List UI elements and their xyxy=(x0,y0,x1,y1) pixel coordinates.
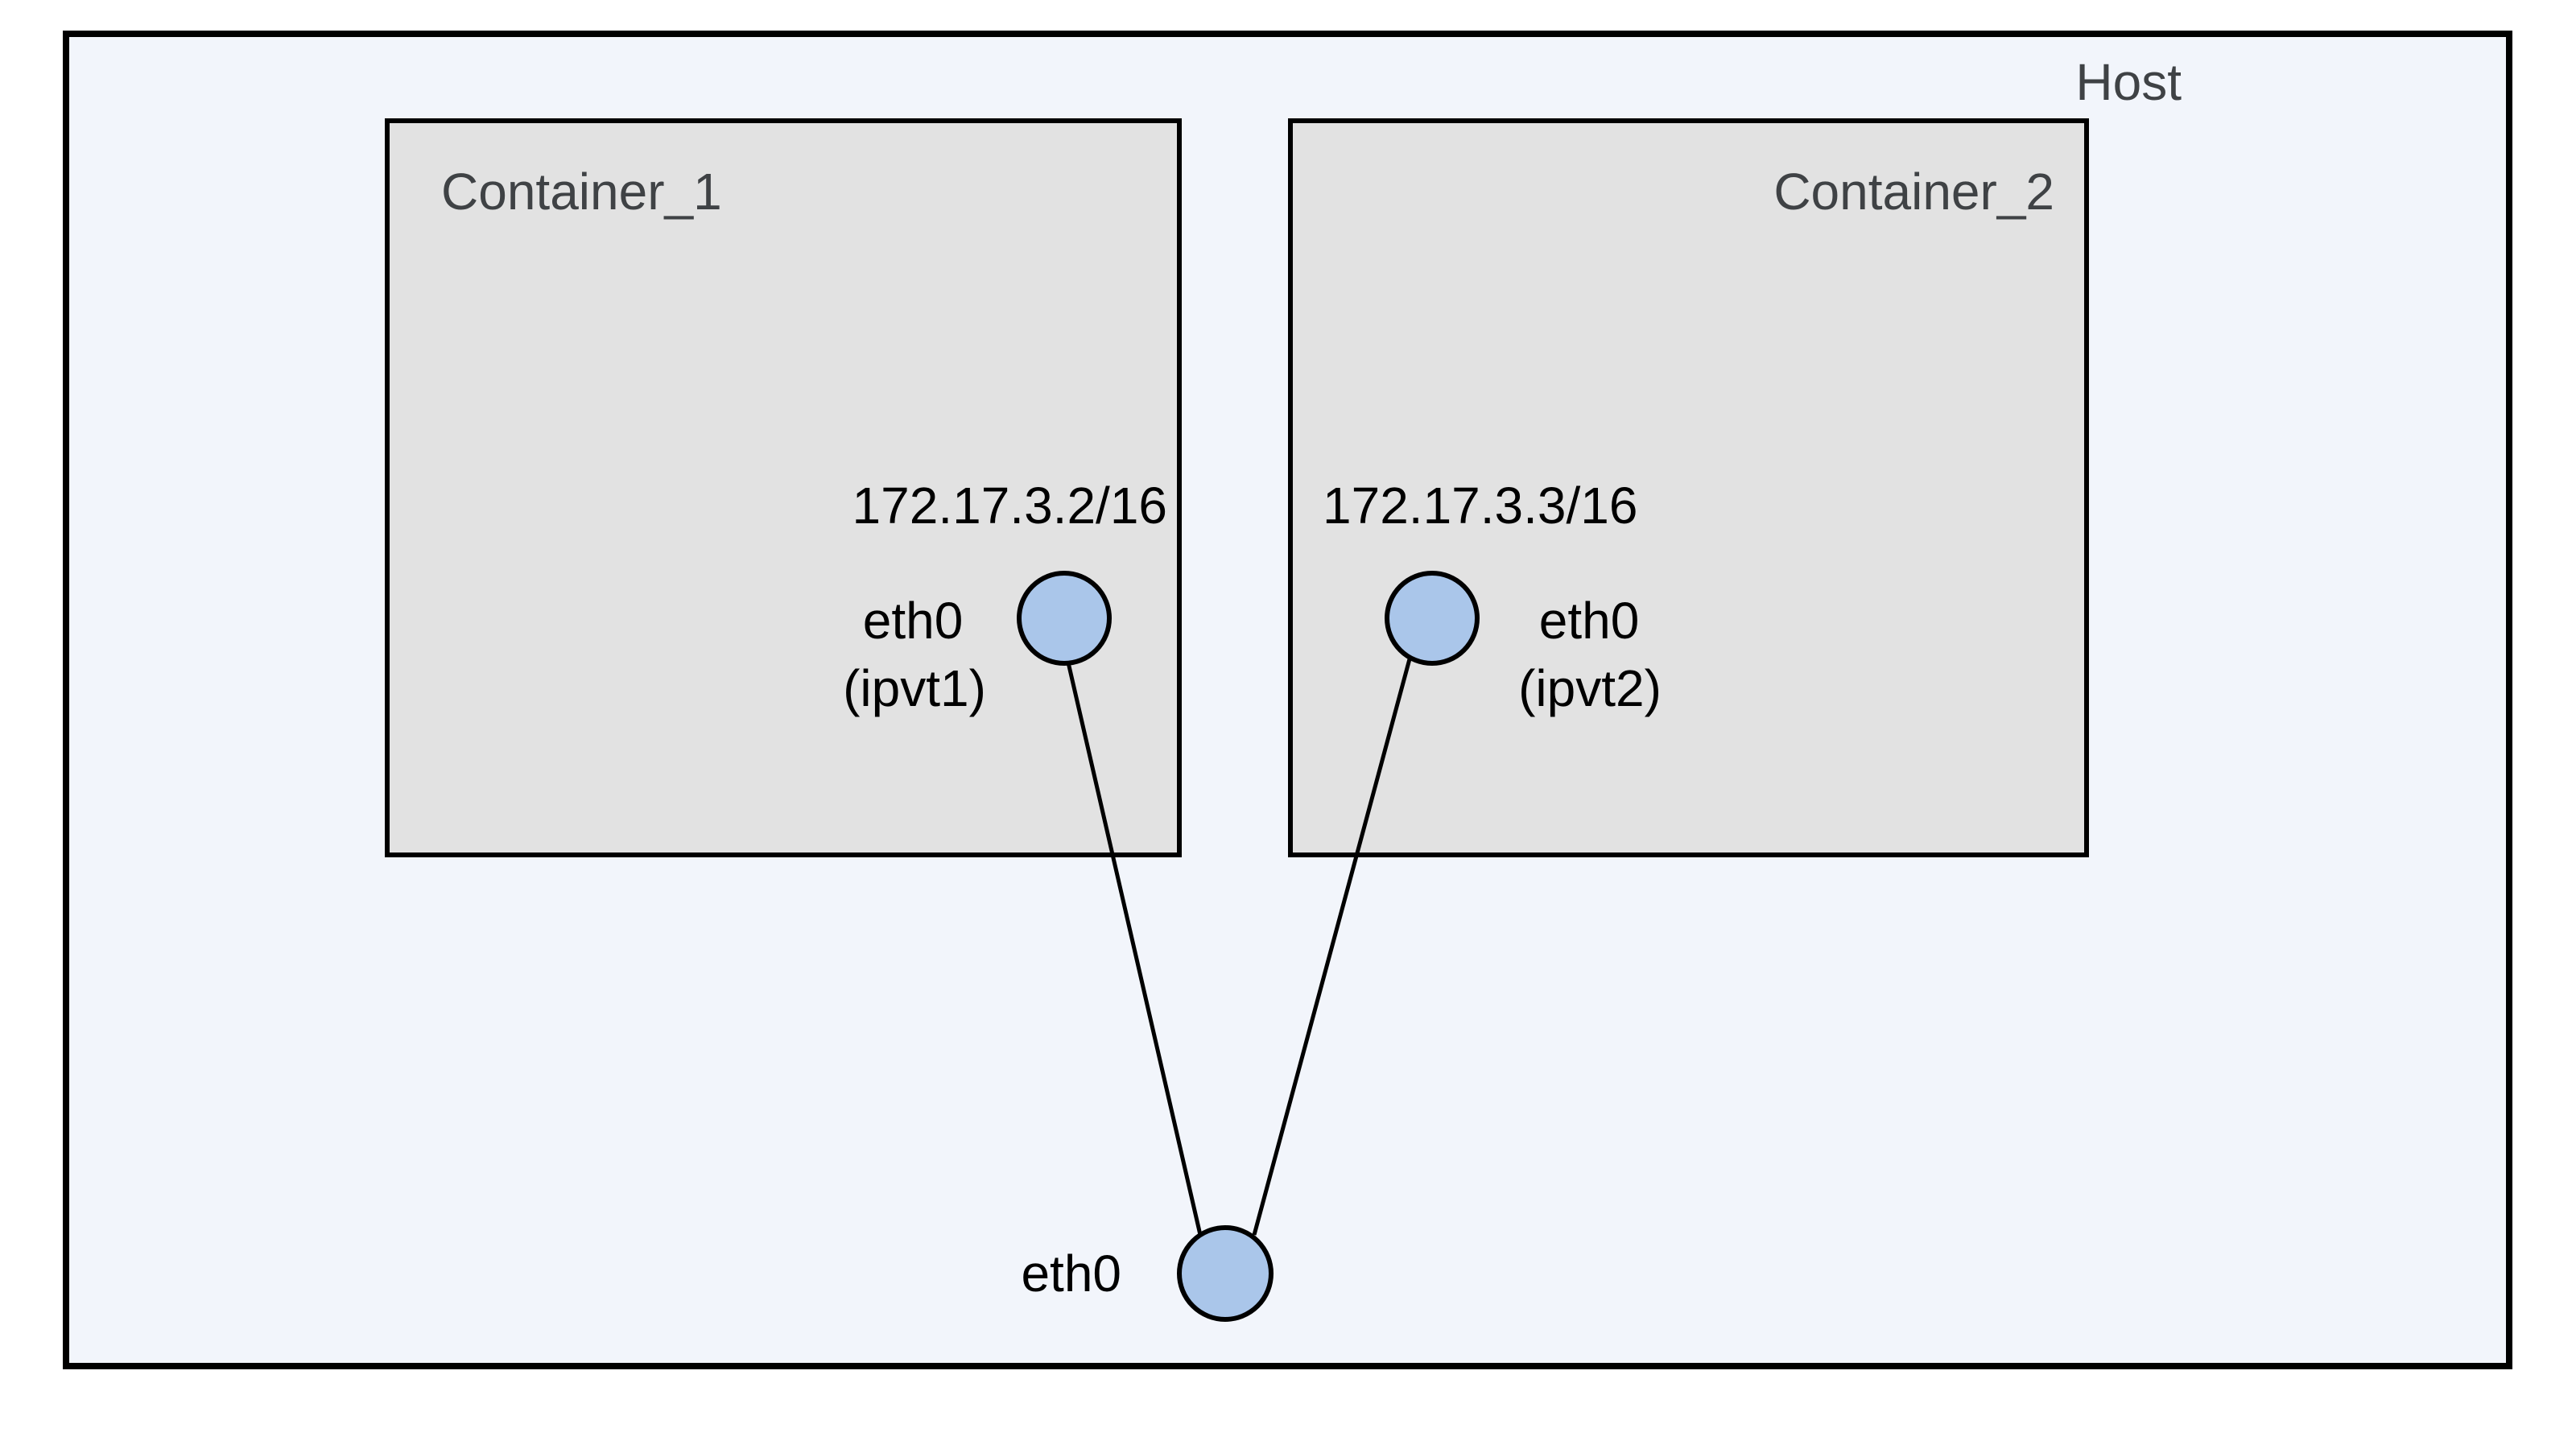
host-eth0-node xyxy=(1177,1225,1274,1322)
container-2-eth0-node xyxy=(1385,571,1480,666)
container-1-box xyxy=(385,118,1182,857)
container-1-eth0-node xyxy=(1017,571,1112,666)
veth-link-1 xyxy=(1066,662,1203,1236)
container-2-ipvt-label: (ipvt2) xyxy=(1518,659,1662,717)
veth-link-2 xyxy=(1252,655,1413,1236)
host-label: Host xyxy=(2075,53,2182,111)
container-1-eth0-label: eth0 xyxy=(863,592,964,650)
container-2-box xyxy=(1288,118,2089,857)
container-2-label: Container_2 xyxy=(1773,163,2054,221)
container-1-label: Container_1 xyxy=(441,163,722,221)
container-1-ip: 172.17.3.2/16 xyxy=(852,477,1167,535)
container-2-eth0-label: eth0 xyxy=(1539,592,1640,650)
container-1-ipvt-label: (ipvt1) xyxy=(843,659,986,717)
container-2-ip: 172.17.3.3/16 xyxy=(1323,477,1637,535)
host-eth0-label: eth0 xyxy=(1021,1245,1121,1302)
